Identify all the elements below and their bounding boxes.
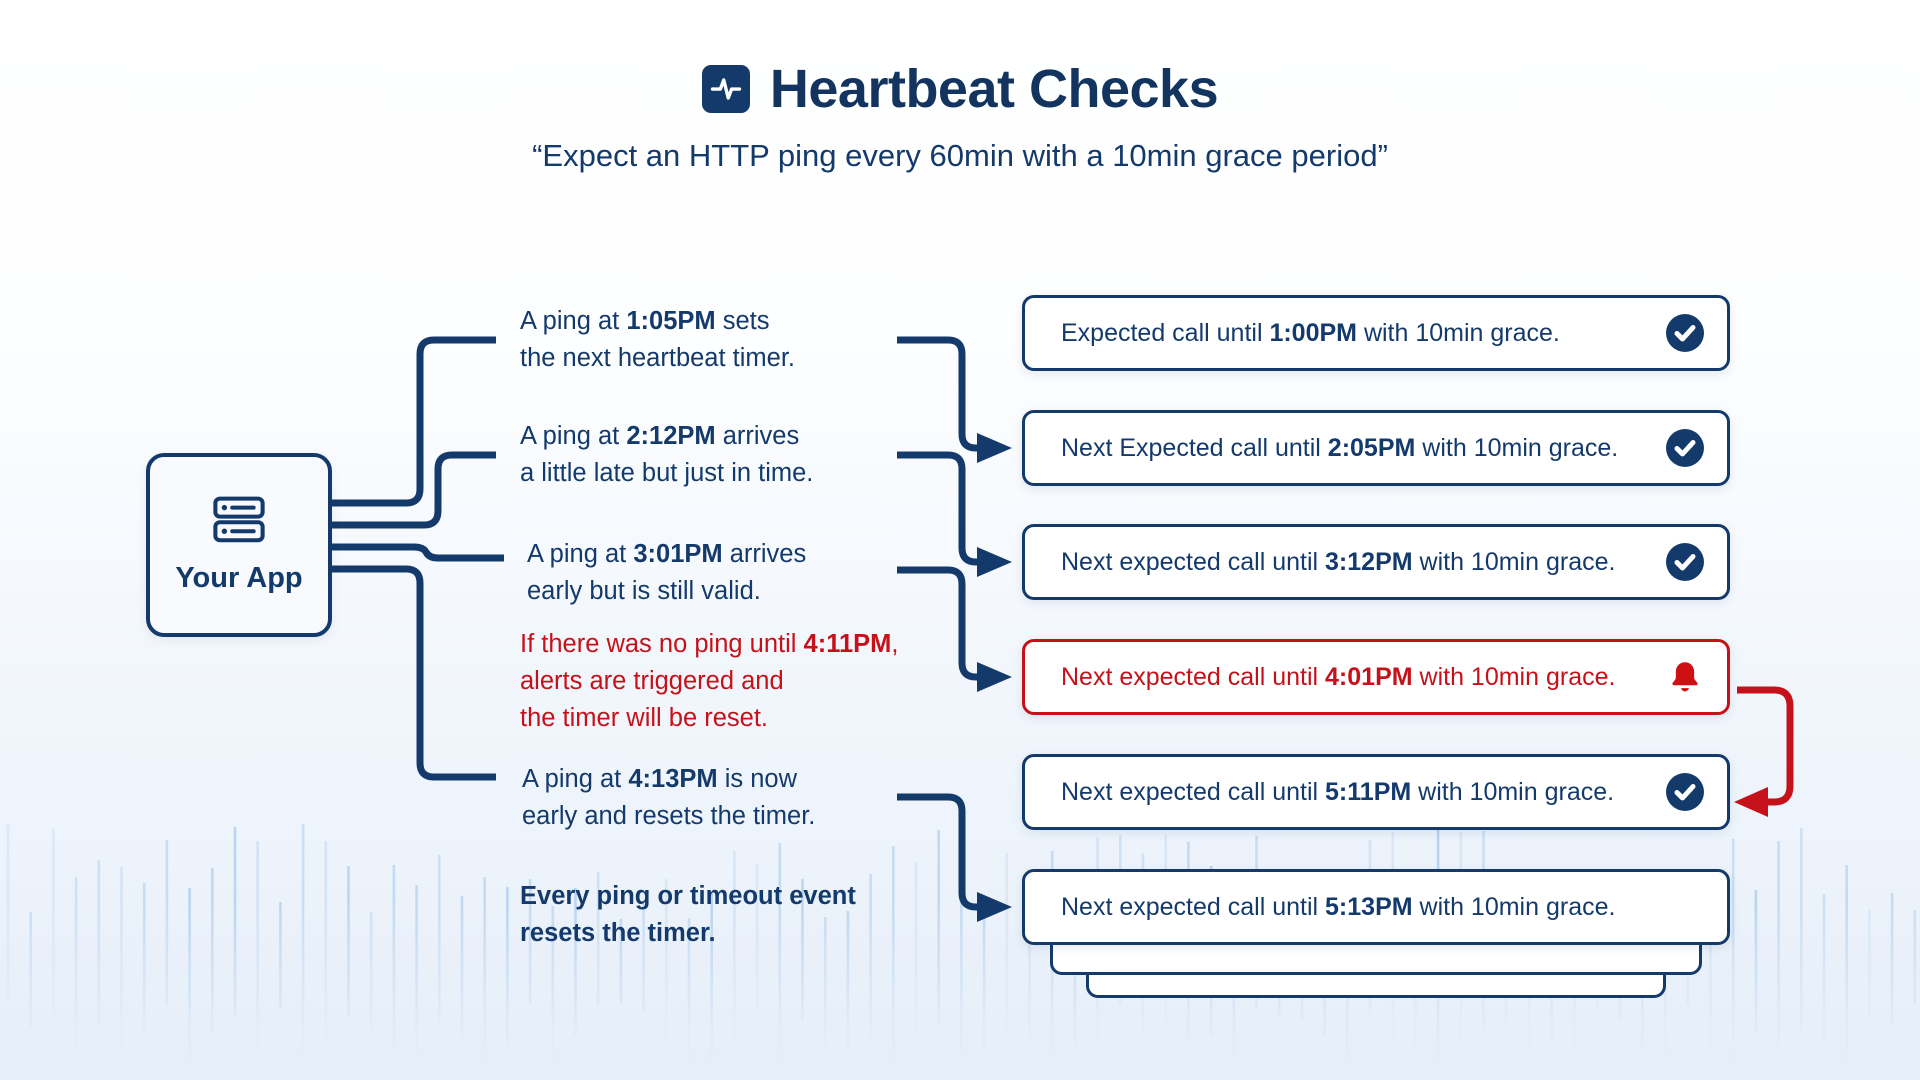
- heartbeat-icon: [701, 65, 750, 113]
- status-box-2: Next Expected call until 2:05PM with 10m…: [1022, 410, 1730, 486]
- status-box-text: Next expected call until 5:11PM with 10m…: [1061, 777, 1615, 806]
- branch-line-2: [331, 451, 496, 529]
- annotation-ping-3: A ping at 3:01PM arrives early but is st…: [527, 540, 807, 605]
- status-box-text: Next Expected call until 2:05PM with 10m…: [1061, 433, 1619, 462]
- annotation-reset-note: Every ping or timeout event resets the t…: [520, 882, 856, 947]
- annotation-timeout-alert: If there was no ping until 4:11PM, alert…: [520, 630, 899, 732]
- arrowhead-3: [977, 662, 1012, 692]
- branch-line-3: [331, 543, 504, 562]
- status-box-6: Next expected call until 5:13PM with 10m…: [1022, 869, 1730, 945]
- check-icon: [1665, 313, 1705, 353]
- arrow-line-3: [897, 566, 980, 681]
- app-node-label: Your App: [175, 562, 303, 594]
- arrow-line-4: [897, 793, 980, 911]
- annotation-ping-1: A ping at 1:05PM sets the next heartbeat…: [520, 307, 795, 372]
- app-node: Your App: [146, 453, 332, 637]
- page-subtitle: “Expect an HTTP ping every 60min with a …: [532, 138, 1388, 173]
- server-icon: [212, 495, 266, 550]
- page-title: Heartbeat Checks: [769, 59, 1219, 119]
- status-box-1: Expected call until 1:00PM with 10min gr…: [1022, 295, 1730, 371]
- status-box-text: Next expected call until 3:12PM with 10m…: [1061, 547, 1616, 576]
- check-icon: [1665, 542, 1705, 582]
- arrowhead-2: [977, 547, 1012, 577]
- check-icon: [1665, 772, 1705, 812]
- status-box-3: Next expected call until 3:12PM with 10m…: [1022, 524, 1730, 600]
- status-box-text: Expected call until 1:00PM with 10min gr…: [1061, 318, 1560, 347]
- branch-line-1: [331, 336, 496, 507]
- bell-icon: [1665, 657, 1705, 697]
- arrow-line-2: [897, 451, 980, 566]
- arrowhead-1: [977, 433, 1012, 463]
- branch-line-4: [331, 565, 496, 781]
- status-box-4-alert: Next expected call until 4:01PM with 10m…: [1022, 639, 1730, 715]
- alert-reset-loop: [1737, 686, 1794, 806]
- annotation-ping-4: A ping at 4:13PM is now early and resets…: [522, 765, 816, 830]
- arrowhead-4: [977, 892, 1012, 922]
- check-icon: [1665, 428, 1705, 468]
- alert-reset-arrowhead: [1734, 787, 1768, 817]
- annotation-ping-2: A ping at 2:12PM arrives a little late b…: [520, 422, 814, 487]
- status-box-5: Next expected call until 5:11PM with 10m…: [1022, 754, 1730, 830]
- status-box-text: Next expected call until 5:13PM with 10m…: [1061, 892, 1616, 921]
- page-header: Heartbeat Checks: [0, 58, 1920, 120]
- arrow-line-1: [897, 336, 980, 452]
- status-box-text: Next expected call until 4:01PM with 10m…: [1061, 662, 1616, 691]
